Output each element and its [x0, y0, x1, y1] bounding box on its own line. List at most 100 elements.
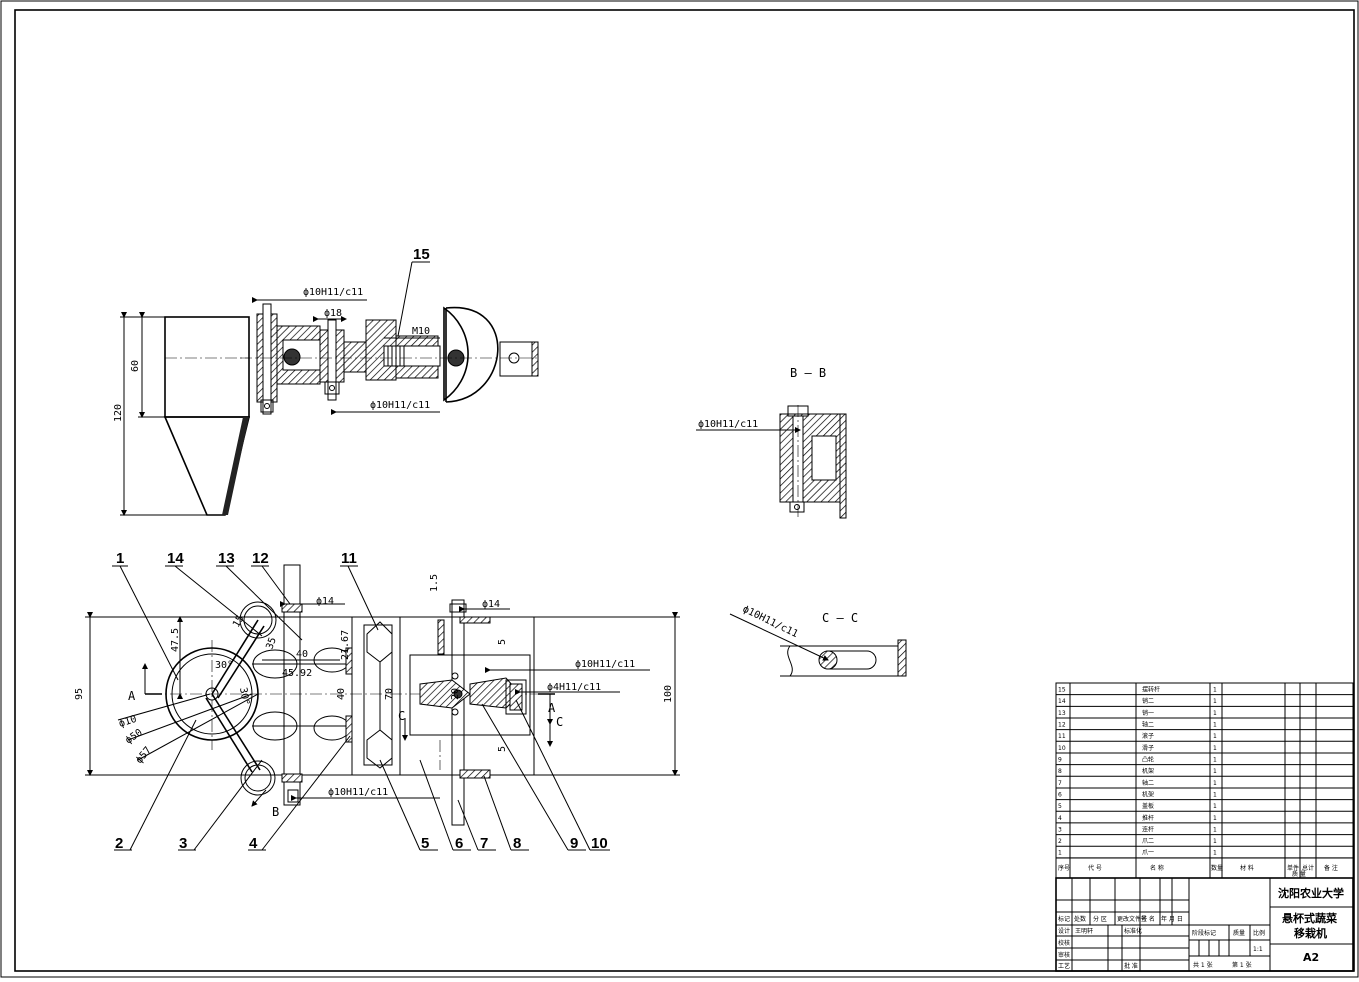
- bom-row-number: 3: [1058, 826, 1062, 833]
- dim-fit-bottom: ϕ10H11/c11: [328, 787, 388, 798]
- balloon-12: 12: [252, 550, 269, 567]
- bom-row-name: 连杆: [1142, 825, 1154, 833]
- dim-40-side: 40: [336, 688, 347, 700]
- dim-95: 95: [74, 688, 85, 700]
- balloon-15: 15: [413, 246, 430, 263]
- bom-row: 6 机架 1: [1058, 790, 1217, 798]
- tb-audit-label: 审核: [1058, 951, 1070, 959]
- bom-row-number: 6: [1058, 791, 1062, 798]
- section-mark-a-left: A: [128, 689, 136, 703]
- dim-70: 70: [384, 688, 395, 700]
- dim-100: 100: [663, 685, 674, 703]
- section-mark-b: B: [272, 805, 279, 819]
- bom-row-name: 摆转杆: [1142, 686, 1160, 694]
- bom-row-name: 滚子: [1142, 732, 1154, 740]
- tb-sheet-no: 第 1 张: [1232, 961, 1252, 969]
- balloon-1: 1: [116, 550, 124, 567]
- tb-rev-mark: 标记: [1058, 915, 1070, 923]
- bom-row-number: 14: [1058, 698, 1066, 705]
- bom-header-no: 序号: [1058, 864, 1070, 872]
- dim-dia57: ϕ57: [134, 745, 154, 766]
- bom-row-qty: 1: [1213, 745, 1217, 752]
- bom-row-qty: 1: [1213, 815, 1217, 822]
- bom-row-number: 12: [1058, 721, 1066, 728]
- bom-row-number: 11: [1058, 733, 1066, 740]
- bom-row-qty: 1: [1213, 687, 1217, 694]
- balloon-7: 7: [480, 835, 488, 852]
- bom-row: 4 推杆 1: [1058, 814, 1217, 822]
- bom-row-qty: 1: [1213, 803, 1217, 810]
- tb-rev-zone: 分 区: [1093, 915, 1107, 923]
- bom-row: 12 轴二 1: [1058, 720, 1217, 728]
- bom-row: 3 连杆 1: [1058, 825, 1217, 833]
- bom-row-name: 机架: [1142, 790, 1154, 798]
- balloon-5: 5: [421, 835, 429, 852]
- bom-row-name: 爪一: [1142, 850, 1154, 857]
- bom-header-total-weight: 总计: [1302, 864, 1314, 872]
- bom-row-name: 爪二: [1142, 838, 1154, 845]
- bom-header: 序号代 号名 称数量材 料单件总计备 注质 量: [1058, 864, 1338, 878]
- dim-fit-mid: ϕ10H11/c11: [370, 400, 430, 411]
- bom-row-number: 4: [1058, 815, 1062, 822]
- dim-20: 20: [450, 688, 461, 700]
- bom-row-qty: 1: [1213, 698, 1217, 705]
- bom-header-remark: 备 注: [1324, 864, 1338, 872]
- bom-row-number: 8: [1058, 768, 1062, 775]
- bom-header-unit-weight: 单件: [1287, 864, 1299, 872]
- dim-1-5: 1.5: [429, 574, 440, 592]
- tb-scale: 1:1: [1253, 946, 1263, 953]
- bom-row-name: 推杆: [1142, 814, 1154, 822]
- tb-rev-sign: 签 名: [1141, 915, 1155, 923]
- bom-row-qty: 1: [1213, 768, 1217, 775]
- dim-fit-top: ϕ10H11/c11: [303, 287, 363, 298]
- dim-21-67: 21.67: [340, 630, 351, 660]
- balloon-11: 11: [341, 550, 357, 567]
- tb-university: 沈阳农业大学: [1278, 886, 1344, 900]
- bom-row-qty: 1: [1213, 721, 1217, 728]
- top-view: 60 120 ϕ10H: [113, 246, 540, 516]
- dim-d18: ϕ18: [324, 308, 342, 319]
- bom-row-qty: 1: [1213, 791, 1217, 798]
- bom-row-qty: 1: [1213, 850, 1217, 857]
- bom-row-qty: 1: [1213, 733, 1217, 740]
- dim-120: 120: [113, 404, 124, 422]
- section-mark-c-left: C: [398, 709, 405, 723]
- tb-design-label: 设计: [1058, 927, 1070, 935]
- tb-sheet-size: A2: [1303, 951, 1319, 964]
- balloon-4: 4: [249, 835, 258, 852]
- plan-view: 95 100 70: [74, 550, 680, 852]
- bom-frame: [1055, 682, 1354, 859]
- section-b-b: B – B ϕ10H11/c11: [696, 366, 847, 520]
- tb-title-line2: 移栽机: [1294, 926, 1327, 940]
- bom-header-code: 代 号: [1088, 864, 1102, 872]
- dim-m10: M10: [412, 326, 430, 337]
- tb-approve-label: 批 准: [1124, 962, 1138, 970]
- dim-dia10: ϕ10: [118, 714, 139, 730]
- balloon-6: 6: [455, 835, 463, 852]
- bom-row-name: 轴二: [1142, 720, 1154, 728]
- dim-fit-bb: ϕ10H11/c11: [698, 419, 758, 430]
- bom-row: 8 机架 1: [1058, 767, 1217, 775]
- tb-check-label: 校核: [1058, 939, 1070, 947]
- tb-rev-date: 年 月 日: [1161, 915, 1183, 923]
- bom-row-qty: 1: [1213, 826, 1217, 833]
- section-mark-a-right: A: [548, 701, 556, 715]
- hopper-wall: [222, 417, 249, 515]
- bom-row-name: 机架: [1142, 767, 1154, 775]
- dim-dia50: ϕ50: [124, 727, 145, 746]
- drawing-frame: [14, 9, 1355, 972]
- bom-row-number: 9: [1058, 756, 1062, 763]
- section-b-b-title: B – B: [790, 366, 826, 380]
- dim-d14-right: ϕ14: [482, 599, 500, 610]
